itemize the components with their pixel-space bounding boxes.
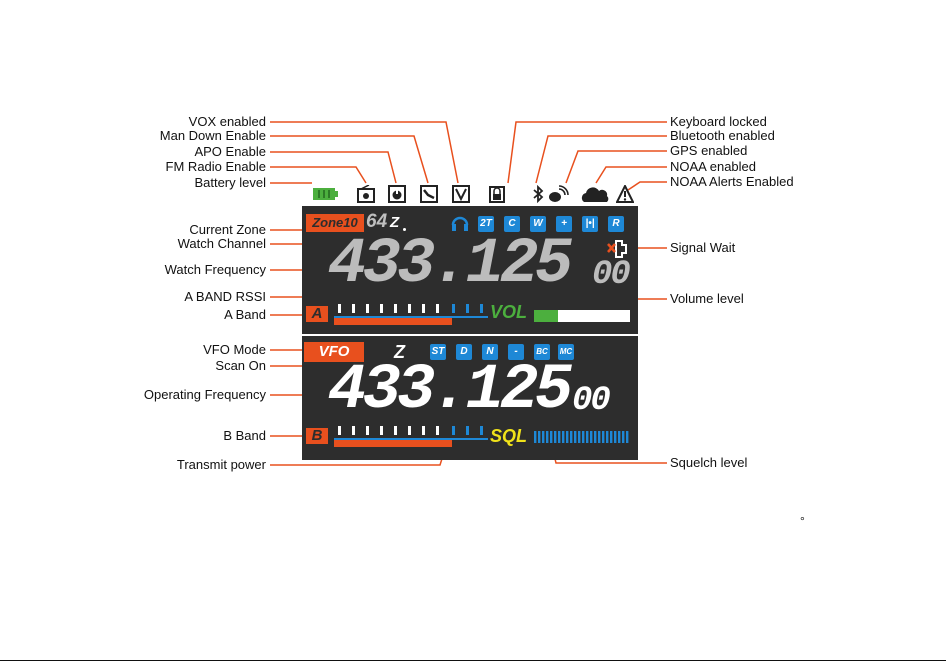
- radio-lcd-screen: Zone10 64 Z 2T C W + |•| R 433.125 00 A …: [302, 206, 638, 460]
- band-divider: [302, 334, 638, 336]
- squelch-tick: [554, 431, 557, 443]
- label-gps: GPS enabled: [670, 143, 748, 158]
- squelch-tick: [622, 431, 625, 443]
- scan-add-button: |•|: [582, 216, 598, 232]
- label-squelch-level: Squelch level: [670, 455, 748, 470]
- man-down-icon: [420, 185, 438, 203]
- squelch-tick: [594, 431, 597, 443]
- squelch-tick: [550, 431, 553, 443]
- label-watch-frequency: Watch Frequency: [164, 262, 266, 277]
- volume-level-bar: [534, 310, 630, 322]
- operating-frequency: 433.125: [328, 355, 573, 427]
- squelch-tick: [618, 431, 621, 443]
- scan-on-symbol: Z: [394, 342, 405, 362]
- squelch-tick: [586, 431, 589, 443]
- noaa-alert-icon: [616, 185, 634, 203]
- current-zone-badge: Zone10: [306, 214, 364, 232]
- squelch-tick: [558, 431, 561, 443]
- label-apo: APO Enable: [194, 144, 266, 159]
- vol-label: VOL: [490, 302, 528, 322]
- squelch-tick: [566, 431, 569, 443]
- watch-frequency: 433.125: [328, 229, 573, 301]
- squelch-tick: [606, 431, 609, 443]
- vfo-mode-badge: VFO: [304, 342, 364, 362]
- st-button: ST: [430, 344, 446, 360]
- label-vox: VOX enabled: [188, 114, 266, 129]
- label-signal-wait: Signal Wait: [670, 240, 736, 255]
- battery-icon: [313, 188, 338, 200]
- reverse-button: R: [608, 216, 624, 232]
- width-button: W: [530, 216, 546, 232]
- squelch-tick: [578, 431, 581, 443]
- lock-icon: [489, 186, 505, 203]
- label-b-band: B Band: [223, 428, 266, 443]
- page-bottom-rule: [0, 660, 946, 661]
- two-tone-button: 2T: [478, 216, 494, 232]
- headset-icon: [451, 216, 469, 231]
- squelch-tick: [582, 431, 585, 443]
- label-man-down: Man Down Enable: [159, 128, 266, 143]
- squelch-tick: [542, 431, 545, 443]
- squelch-tick: [534, 431, 537, 443]
- label-scan-on: Scan On: [215, 358, 266, 373]
- n-button: N: [482, 344, 498, 360]
- a-band-rssi-meter: [334, 304, 488, 325]
- watch-channel-number: 64: [366, 211, 388, 232]
- label-noaa: NOAA enabled: [670, 159, 757, 174]
- squelch-tick: [626, 431, 629, 443]
- volume-level-fill: [534, 310, 558, 322]
- vox-icon: [452, 185, 470, 203]
- bc-button: BC: [534, 344, 550, 360]
- squelch-tick: [562, 431, 565, 443]
- degree-mark: °: [800, 514, 805, 528]
- label-a-band: A Band: [224, 307, 266, 322]
- watch-scan-symbol: Z: [390, 214, 400, 231]
- squelch-tick: [610, 431, 613, 443]
- label-battery: Battery level: [194, 175, 266, 190]
- squelch-tick: [574, 431, 577, 443]
- label-transmit-power: Transmit power: [176, 457, 266, 472]
- operating-frequency-fraction: 00: [572, 382, 611, 420]
- apo-icon: [388, 185, 406, 203]
- bluetooth-icon: [533, 185, 544, 203]
- noaa-cloud-icon: [581, 187, 609, 202]
- label-vfo-mode: VFO Mode: [203, 342, 266, 357]
- label-current-zone: Current Zone: [189, 222, 266, 237]
- label-a-band-rssi: A BAND RSSI: [184, 289, 266, 304]
- squelch-tick: [602, 431, 605, 443]
- sql-label: SQL: [490, 426, 528, 446]
- d-button: D: [456, 344, 472, 360]
- mc-button: MC: [558, 344, 574, 360]
- gps-icon: [549, 185, 569, 202]
- signal-wait-icon: [607, 240, 627, 258]
- label-keyboard-locked: Keyboard locked: [670, 114, 767, 129]
- squelch-tick: [598, 431, 601, 443]
- label-bluetooth: Bluetooth enabled: [670, 128, 775, 143]
- transmit-power-meter: [334, 426, 488, 447]
- b-band-badge: B: [306, 428, 328, 444]
- squelch-tick: [538, 431, 541, 443]
- watch-scan-dot: [403, 228, 406, 231]
- label-volume-level: Volume level: [670, 291, 744, 306]
- a-band-badge: A: [306, 306, 328, 322]
- squelch-tick: [546, 431, 549, 443]
- watch-frequency-fraction: 00: [592, 256, 631, 294]
- fm-radio-icon: [357, 185, 375, 203]
- label-watch-channel: Watch Channel: [177, 236, 266, 251]
- squelch-level-meter: [534, 431, 629, 443]
- ctcss-button: C: [504, 216, 520, 232]
- squelch-tick: [614, 431, 617, 443]
- label-noaa-alerts: NOAA Alerts Enabled: [670, 174, 794, 189]
- label-operating-frequency: Operating Frequency: [143, 387, 266, 402]
- label-fm-radio: FM Radio Enable: [165, 159, 266, 174]
- squelch-tick: [590, 431, 593, 443]
- squelch-tick: [570, 431, 573, 443]
- offset-plus-button: +: [556, 216, 572, 232]
- minus-button: -: [508, 344, 524, 360]
